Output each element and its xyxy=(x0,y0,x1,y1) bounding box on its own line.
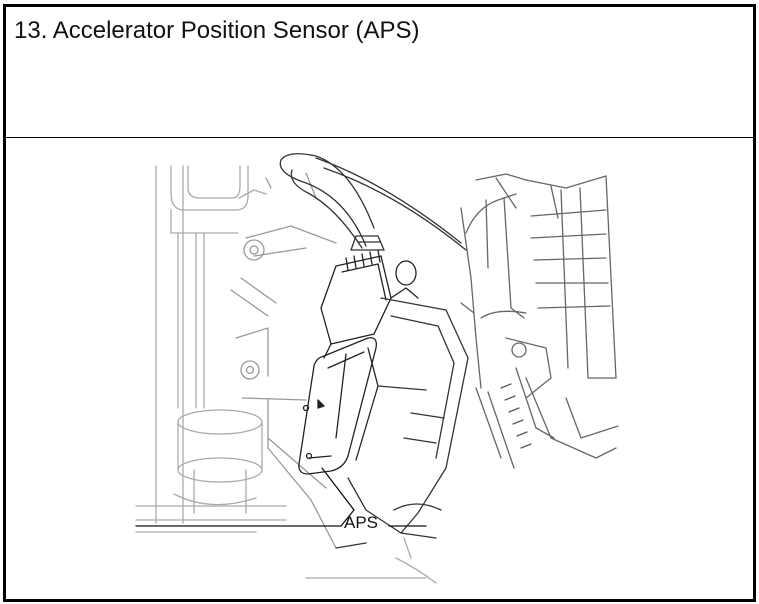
background-panel xyxy=(230,172,337,549)
page-title: 13. Accelerator Position Sensor (APS) xyxy=(14,17,420,44)
floor-lines xyxy=(305,537,437,584)
wire-harness xyxy=(279,153,467,251)
document-frame: 13. Accelerator Position Sensor (APS) xyxy=(3,4,756,602)
steering-column xyxy=(135,165,287,533)
aps-line-drawing xyxy=(135,153,619,584)
aps-illustration: APS xyxy=(6,138,753,599)
aps-connector xyxy=(320,249,419,359)
mounting-bracket xyxy=(335,297,469,549)
header-section: 13. Accelerator Position Sensor (APS) xyxy=(6,7,753,138)
aps-callout-label: APS xyxy=(344,513,379,532)
callout-leader-lines xyxy=(135,467,427,527)
pedal-arm-teeth xyxy=(500,383,532,449)
aps-sensor-body xyxy=(298,337,379,475)
pedal-housing xyxy=(460,173,619,469)
